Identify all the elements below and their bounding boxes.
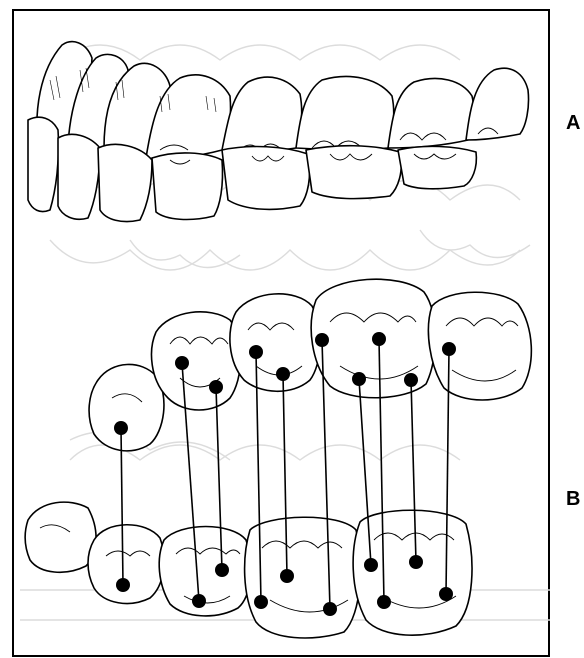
lower-canine xyxy=(98,144,152,221)
contact-point-lower xyxy=(280,569,294,583)
upper-molar-1 xyxy=(296,77,394,150)
upper-teeth-occlusal xyxy=(89,279,531,451)
contact-point-lower xyxy=(192,594,206,608)
lower-teeth-occlusal xyxy=(25,502,472,638)
contact-point-upper xyxy=(442,342,456,356)
lower-canine-occlusal xyxy=(88,525,164,604)
upper-premolar-2 xyxy=(222,77,302,151)
contact-point-lower xyxy=(254,595,268,609)
contact-point-lower xyxy=(116,578,130,592)
contact-point-upper xyxy=(352,372,366,386)
panel-label-a: A xyxy=(566,112,580,135)
contact-point-upper xyxy=(209,380,223,394)
contact-point-lower xyxy=(364,558,378,572)
contact-point-upper xyxy=(249,345,263,359)
contact-point-lower xyxy=(323,602,337,616)
lower-molar-1 xyxy=(306,146,401,199)
lower-premolar-1 xyxy=(152,153,223,220)
contact-point-lower xyxy=(439,587,453,601)
contact-point-upper xyxy=(404,373,418,387)
upper-premolar-1-occlusal xyxy=(152,312,241,410)
lower-incisor-1 xyxy=(28,117,59,211)
lower-incisor-occlusal xyxy=(25,502,96,572)
upper-molar-3 xyxy=(466,68,529,140)
contact-point-upper xyxy=(175,356,189,370)
lower-premolar-2-occlusal xyxy=(245,517,361,638)
contact-point-upper xyxy=(114,421,128,435)
upper-premolar-2-occlusal xyxy=(230,294,320,391)
lower-molar-occlusal xyxy=(353,510,472,635)
upper-molar-2 xyxy=(388,78,474,148)
upper-teeth-lateral xyxy=(37,42,529,160)
contact-point-upper xyxy=(315,333,329,347)
contact-point-upper xyxy=(372,332,386,346)
lower-premolar-2 xyxy=(222,147,310,210)
upper-canine-occlusal xyxy=(89,364,164,450)
contact-point-upper xyxy=(276,367,290,381)
contact-point-lower xyxy=(377,595,391,609)
panel-label-b: B xyxy=(566,488,580,511)
lower-incisor-2 xyxy=(58,134,100,219)
contact-point-lower xyxy=(215,563,229,577)
contact-point-lower xyxy=(409,555,423,569)
lower-molar-2 xyxy=(398,146,476,188)
